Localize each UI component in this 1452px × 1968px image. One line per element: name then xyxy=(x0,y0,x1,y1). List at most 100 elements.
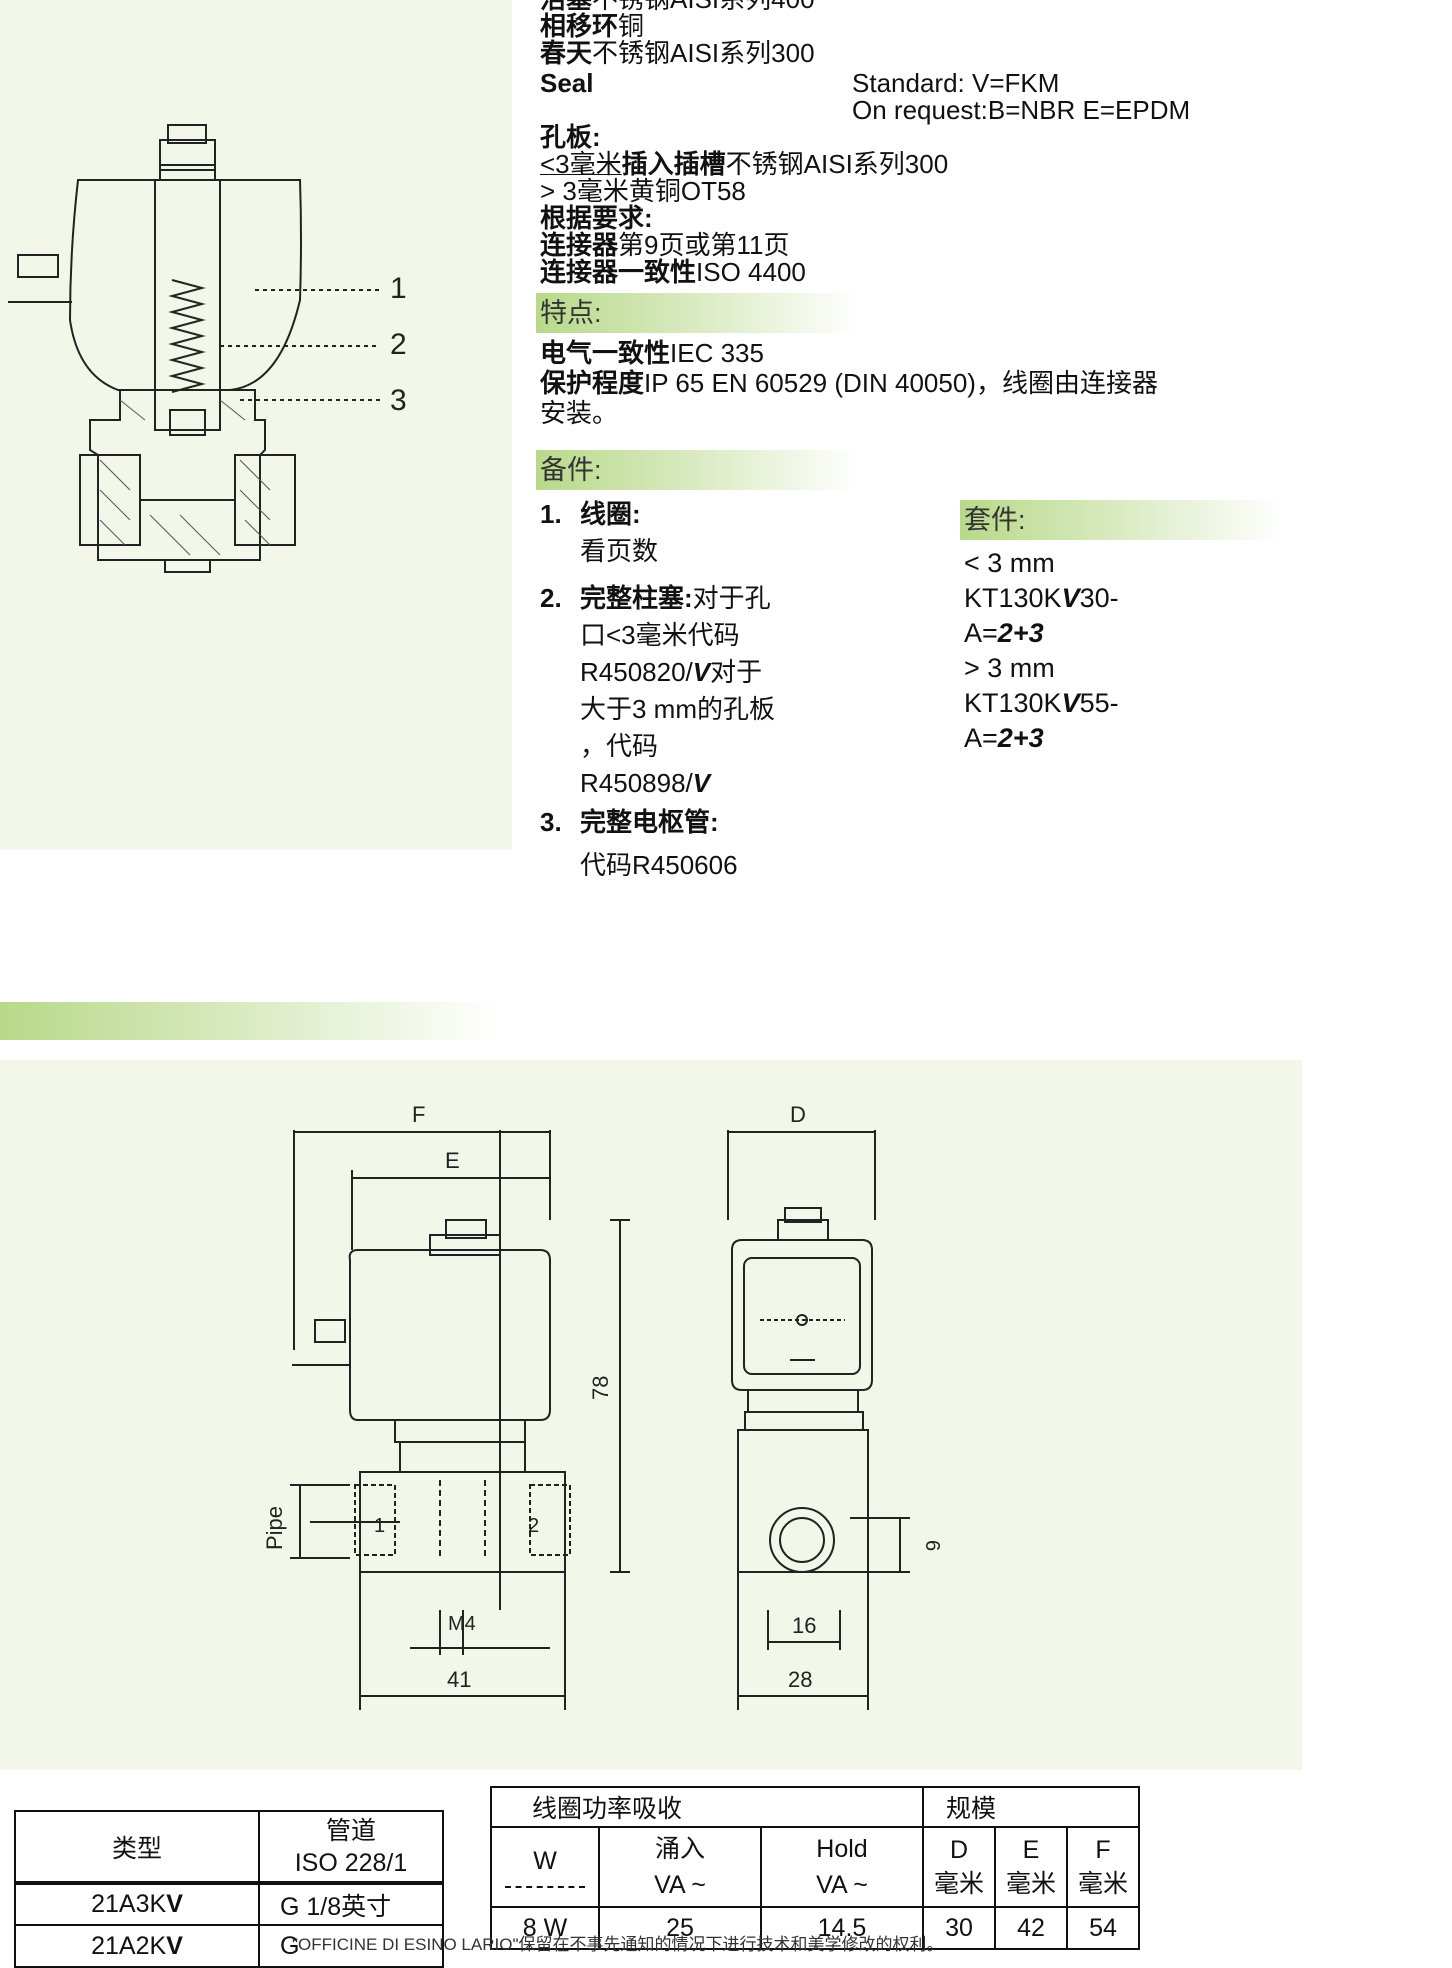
cell-inrush: 25 xyxy=(598,1906,762,1950)
header-d: D 毫米 xyxy=(922,1826,996,1908)
dim-m4: M4 xyxy=(448,1613,476,1635)
orifice-spec: 孔板: <3毫米插入插槽不锈钢AISI系列300 > 3毫米黄铜OT58 根据要… xyxy=(540,124,948,286)
header-inrush-line1: 涌入 xyxy=(654,1835,705,1863)
callout-3: 3 xyxy=(390,384,407,417)
feature-label: 电气一致性 xyxy=(540,338,671,368)
item-text: 对于 xyxy=(710,657,763,687)
header-hold-line1: Hold xyxy=(816,1835,868,1863)
item-title: 完整柱塞: xyxy=(580,583,693,613)
request-label: 根据要求: xyxy=(540,203,653,233)
cell-f: 54 xyxy=(1066,1906,1140,1950)
dimension-drawing-panel xyxy=(0,1060,1302,1770)
power-table: 线圈功率吸收 规模 W 涌入 VA ~ Hold VA ~ D 毫米 E 毫米 … xyxy=(490,1786,1140,1950)
callout-1: 1 xyxy=(390,272,407,305)
spec-value: 铜 xyxy=(618,11,645,41)
kit-assembly-parts: 2+3 xyxy=(997,618,1044,648)
feature-value: 安装。 xyxy=(540,398,619,428)
cell-w: 8 W xyxy=(490,1906,600,1950)
header-pipe: 管道 ISO 228/1 xyxy=(258,1810,444,1884)
header-type: 类型 xyxy=(14,1810,260,1884)
connector-pages: 第9页或第11页 xyxy=(618,230,790,260)
orifice-material-1: 不锈钢AISI系列300 xyxy=(725,149,949,179)
conformity-standard: ISO 4400 xyxy=(696,257,806,287)
item-text: 大于3 mm的孔板 xyxy=(580,694,776,724)
dim-pipe: Pipe xyxy=(262,1506,287,1550)
spares-heading: 备件: xyxy=(536,450,860,490)
kit-code: KT130K xyxy=(964,688,1062,718)
port-1-label: 1 xyxy=(374,1515,385,1537)
header-hold-line2: VA ~ xyxy=(816,1871,868,1899)
header-w-label: W xyxy=(533,1846,557,1875)
spares-list: 1. 线圈: 看页数 2. 完整柱塞:对于孔 口<3毫米代码 R450820/V… xyxy=(540,496,840,896)
item-text: 代码R450606 xyxy=(580,850,738,880)
type-code: 21A2K xyxy=(91,1931,167,1960)
dim-16: 16 xyxy=(792,1613,816,1638)
seal-standard: Standard: V=FKM xyxy=(852,68,1060,98)
item-code-suffix: V xyxy=(692,768,711,798)
item-text: ，代码 xyxy=(580,731,659,761)
item-text: 看页数 xyxy=(580,536,659,566)
footer-disclaimer: "OFFICINE DI ESINO LARIO"保留在不事先通知的情况下进行技… xyxy=(292,1935,944,1954)
kit-size: > 3 mm xyxy=(964,653,1055,683)
item-number: 1. xyxy=(540,499,562,529)
header-f-line1: F xyxy=(1095,1836,1111,1864)
orifice-size-1: <3毫米 xyxy=(540,149,622,179)
type-cell: 21A3KV xyxy=(14,1882,260,1926)
item-number: 2. xyxy=(540,583,562,613)
type-cell: 21A2KV xyxy=(14,1924,260,1968)
header-d-line2: 毫米 xyxy=(933,1870,984,1898)
header-size: 规模 xyxy=(922,1786,1140,1828)
header-d-line1: D xyxy=(949,1836,969,1864)
feature-value: IEC 335 xyxy=(670,338,764,368)
kit-code: KT130K xyxy=(964,583,1062,613)
cell-d: 30 xyxy=(922,1906,996,1950)
feature-label: 保护程度 xyxy=(540,368,645,398)
type-suffix: V xyxy=(166,1931,183,1960)
header-pipe-line1: 管道 xyxy=(325,1816,376,1845)
item-title: 线圈: xyxy=(580,499,641,529)
header-inrush-line2: VA ~ xyxy=(654,1871,706,1899)
kit-assembly: A= xyxy=(964,618,998,648)
port-2-label: 2 xyxy=(528,1515,539,1537)
kit-code-suffix: V xyxy=(1061,688,1080,718)
kit-assembly: A= xyxy=(964,723,998,753)
header-f-line2: 毫米 xyxy=(1077,1870,1128,1898)
item-text: 对于孔 xyxy=(692,583,771,613)
item-number: 3. xyxy=(540,807,562,837)
connector-label: 连接器 xyxy=(540,230,619,260)
header-hold: Hold VA ~ xyxy=(760,1826,924,1908)
valve-section-drawing: 1 2 3 xyxy=(8,124,407,573)
seal-label: Seal xyxy=(540,68,594,98)
pipe-cell: G 1/8英寸 xyxy=(258,1882,444,1926)
features-heading: 特点: xyxy=(536,293,860,333)
header-coil-power: 线圈功率吸收 xyxy=(490,1786,924,1828)
header-e: E 毫米 xyxy=(994,1826,1068,1908)
conformity-label: 连接器一致性 xyxy=(540,257,697,287)
spec-label: 活塞 xyxy=(540,0,592,14)
item-code-suffix: V xyxy=(692,657,711,687)
spec-value: 不锈钢AISI系列300 xyxy=(592,38,815,68)
kit-size: < 3 mm xyxy=(964,548,1055,578)
dim-d: D xyxy=(790,1102,806,1127)
header-e-line2: 毫米 xyxy=(1005,1870,1056,1898)
dim-f: F xyxy=(412,1102,425,1127)
header-inrush: 涌入 VA ~ xyxy=(598,1826,762,1908)
header-f: F 毫米 xyxy=(1066,1826,1140,1908)
header-e-line1: E xyxy=(1022,1836,1040,1864)
features-text: 电气一致性IEC 335 保护程度IP 65 EN 60529 (DIN 400… xyxy=(540,338,1158,428)
dim-41: 41 xyxy=(447,1667,471,1692)
type-code: 21A3K xyxy=(91,1890,167,1918)
spec-label: 相移环 xyxy=(540,11,619,41)
section-divider-bar xyxy=(0,1002,500,1040)
dim-78: 78 xyxy=(588,1376,613,1400)
cell-hold: 14.5 xyxy=(760,1906,924,1950)
dimension-drawing: F E D 78 Pipe 6 M4 41 16 28 1 2 xyxy=(262,1102,943,1710)
item-code: R450820/ xyxy=(580,657,693,687)
kits-heading: 套件: xyxy=(960,500,1284,540)
item-code: R450898/ xyxy=(580,768,693,798)
header-w: W xyxy=(490,1826,600,1908)
type-suffix: V xyxy=(166,1890,183,1918)
dim-6: 6 xyxy=(921,1540,943,1551)
header-pipe-line2: ISO 228/1 xyxy=(294,1848,408,1877)
spec-label: 春天 xyxy=(540,38,593,68)
